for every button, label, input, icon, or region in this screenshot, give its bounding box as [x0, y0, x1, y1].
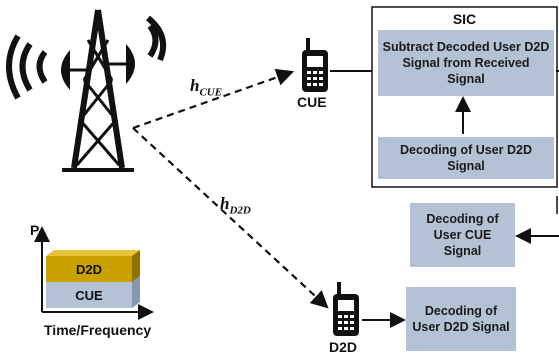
link-bs-to-cue [132, 68, 295, 130]
d2d-phone-icon [333, 282, 359, 336]
spectrum-xlabel: Time/Frequency [44, 322, 152, 338]
d2d-layer [46, 256, 132, 282]
spectrum-layers [46, 250, 140, 308]
spectrum-ylabel: P [30, 222, 40, 238]
sic-decode-d2d-box: Decoding of User D2D Signal [378, 137, 554, 179]
d2d-device-label: D2D [329, 339, 358, 355]
d2d-layer-label: D2D [75, 262, 102, 277]
d2d-channel-label: hD2D [220, 194, 251, 217]
decode-cue-box: Decoding of User CUE Signal [410, 203, 515, 267]
decode-d2d-box: Decoding of User D2D Signal [406, 287, 516, 351]
subtract-decoded-box: Subtract Decoded User D2D Signal from Re… [378, 30, 554, 96]
cue-layer-label: CUE [75, 288, 103, 303]
sic-title: SIC [452, 11, 477, 27]
base-station-tower-icon [6, 9, 166, 172]
cue-phone-icon [302, 38, 328, 92]
link-bs-to-d2d [132, 127, 329, 309]
spectrum-axes [34, 226, 154, 320]
cue-device-label: CUE [297, 94, 327, 110]
cue-channel-label: hCUE [190, 76, 223, 99]
cue-layer [46, 282, 132, 308]
